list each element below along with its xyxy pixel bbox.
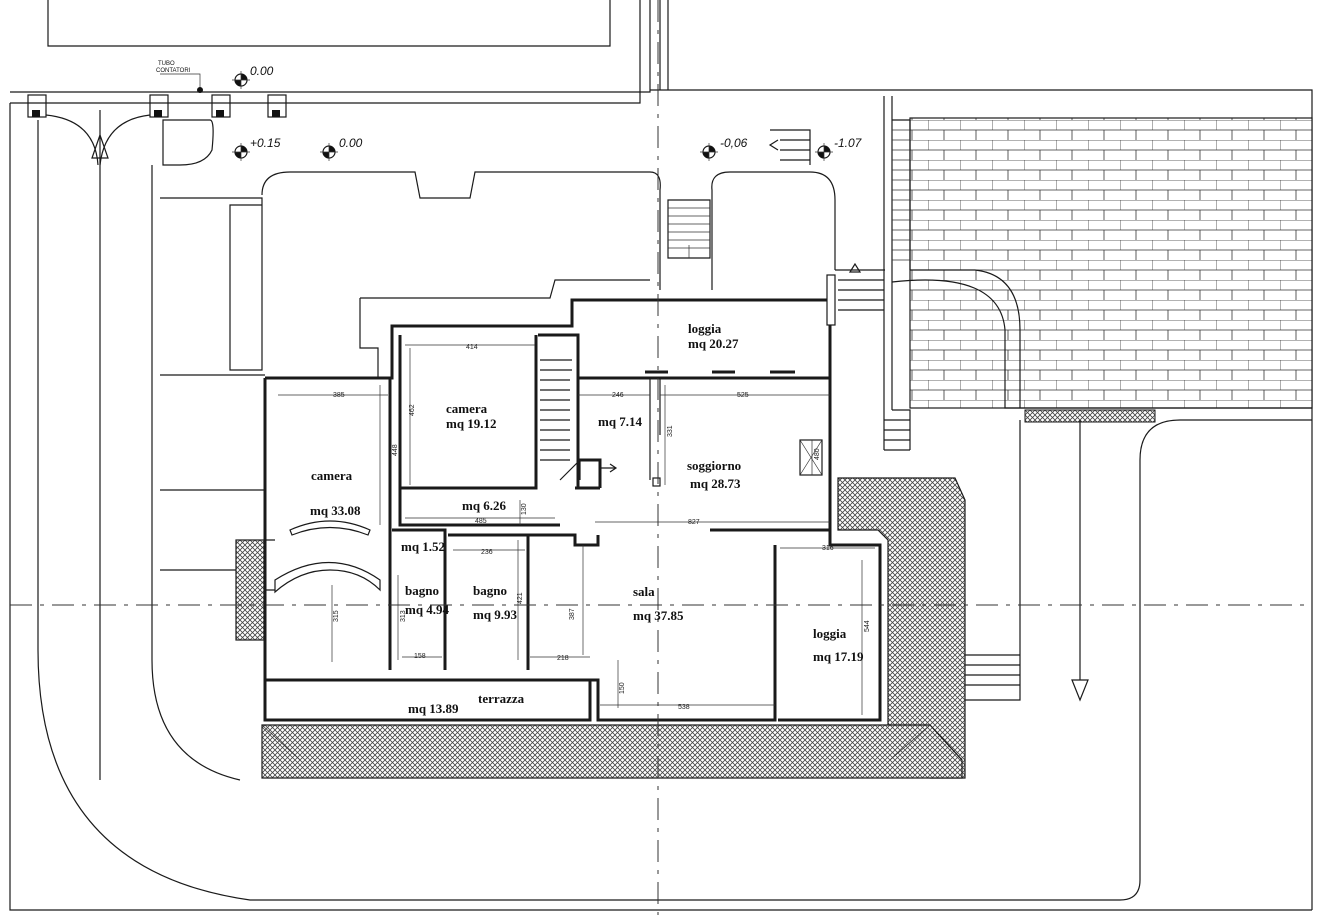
dim-label: 313 bbox=[400, 610, 407, 622]
room-sala: sala mq 37.85 bbox=[633, 584, 684, 623]
room-area: mq 37.85 bbox=[633, 608, 684, 623]
dim-label: 448 bbox=[392, 444, 399, 456]
dim-label: 462 bbox=[409, 404, 416, 416]
meter-pipe-note: TUBO CONTATORI bbox=[156, 61, 203, 93]
room-loggia-top: loggia mq 20.27 bbox=[688, 321, 739, 351]
room-camera-small: camera mq 19.12 bbox=[446, 401, 497, 431]
level-marker-5: -1.07 bbox=[815, 136, 863, 161]
room-name: soggiorno bbox=[687, 458, 741, 473]
dim-label: 130 bbox=[521, 503, 528, 515]
front-garden bbox=[160, 129, 836, 571]
dim-label: 316 bbox=[822, 545, 834, 552]
paved-area bbox=[909, 117, 1313, 409]
level-label: -1.07 bbox=[834, 136, 863, 150]
level-marker-2: +0.15 bbox=[232, 136, 281, 161]
room-area: mq 20.27 bbox=[688, 336, 739, 351]
room-area: mq 9.93 bbox=[473, 607, 518, 622]
room-area: mq 19.12 bbox=[446, 416, 497, 431]
room-stair-hall: mq 7.14 bbox=[598, 414, 643, 429]
dim-label: 331 bbox=[667, 425, 674, 437]
dim-label: 485 bbox=[475, 518, 487, 525]
dimension-lines bbox=[278, 344, 875, 715]
room-loggia-right: loggia mq 17.19 bbox=[813, 626, 864, 664]
room-area: mq 6.26 bbox=[462, 498, 507, 513]
meter-pipe-label-1: TUBO bbox=[158, 61, 175, 67]
meter-pipe-label-2: CONTATORI bbox=[156, 68, 191, 74]
room-name: camera bbox=[446, 401, 488, 416]
chimney-left bbox=[235, 539, 265, 641]
room-area: mq 33.08 bbox=[310, 503, 361, 518]
room-area: mq 13.89 bbox=[408, 701, 459, 716]
level-marker-4: -0,06 bbox=[700, 136, 748, 161]
dim-label: 421 bbox=[517, 592, 524, 604]
room-name: loggia bbox=[688, 321, 722, 336]
dim-label: 150 bbox=[619, 682, 626, 694]
room-name: camera bbox=[311, 468, 353, 483]
site-boundaries bbox=[9, 0, 1313, 911]
dimension-labels: 414 462 385 448 246 525 331 480 485 130 … bbox=[333, 344, 871, 711]
level-label: +0.15 bbox=[250, 136, 281, 150]
room-area: mq 7.14 bbox=[598, 414, 643, 429]
room-bagno-large: bagno mq 9.93 bbox=[473, 583, 518, 622]
room-labels: loggia mq 20.27 camera mq 19.12 mq 7.14 … bbox=[310, 321, 864, 716]
room-name: bagno bbox=[405, 583, 439, 598]
dim-label: 158 bbox=[414, 653, 426, 660]
room-corridor: mq 6.26 bbox=[462, 498, 507, 513]
room-area: mq 28.73 bbox=[690, 476, 741, 491]
room-name: bagno bbox=[473, 583, 507, 598]
dim-label: 385 bbox=[333, 392, 345, 399]
room-soggiorno: soggiorno mq 28.73 bbox=[687, 458, 741, 491]
dim-label: 544 bbox=[864, 620, 871, 632]
dim-label: 525 bbox=[737, 392, 749, 399]
level-marker-1: 0.00 bbox=[232, 64, 274, 89]
room-bagno-small: bagno mq 4.94 bbox=[405, 583, 450, 617]
level-markers: 0.00 +0.15 0.00 -0,06 -1.07 bbox=[232, 64, 863, 161]
room-area: mq 1.52 bbox=[401, 539, 445, 554]
room-terrazza: terrazza mq 13.89 bbox=[408, 691, 525, 716]
dim-label: 538 bbox=[678, 704, 690, 711]
level-label: -0,06 bbox=[720, 136, 748, 150]
dim-label: 236 bbox=[481, 549, 493, 556]
gate-pillars bbox=[27, 94, 287, 166]
dim-label: 218 bbox=[557, 655, 569, 662]
window-marks bbox=[263, 274, 882, 700]
dim-label: 827 bbox=[688, 519, 700, 526]
room-camera-large: camera mq 33.08 bbox=[310, 468, 361, 518]
dim-label: 480 bbox=[814, 448, 821, 460]
room-name: loggia bbox=[813, 626, 847, 641]
dim-label: 246 bbox=[612, 392, 624, 399]
level-label: 0.00 bbox=[339, 136, 363, 150]
hatched-strip bbox=[1024, 409, 1156, 423]
room-area: mq 4.94 bbox=[405, 602, 450, 617]
roof-bottom bbox=[261, 724, 963, 779]
dim-label: 315 bbox=[333, 610, 340, 622]
room-closet: mq 1.52 bbox=[401, 539, 445, 554]
room-name: sala bbox=[633, 584, 655, 599]
level-label: 0.00 bbox=[250, 64, 274, 78]
room-area: mq 17.19 bbox=[813, 649, 864, 664]
dim-label: 387 bbox=[569, 608, 576, 620]
room-name: terrazza bbox=[478, 691, 525, 706]
dim-label: 414 bbox=[466, 344, 478, 351]
level-marker-3: 0.00 bbox=[320, 136, 363, 161]
